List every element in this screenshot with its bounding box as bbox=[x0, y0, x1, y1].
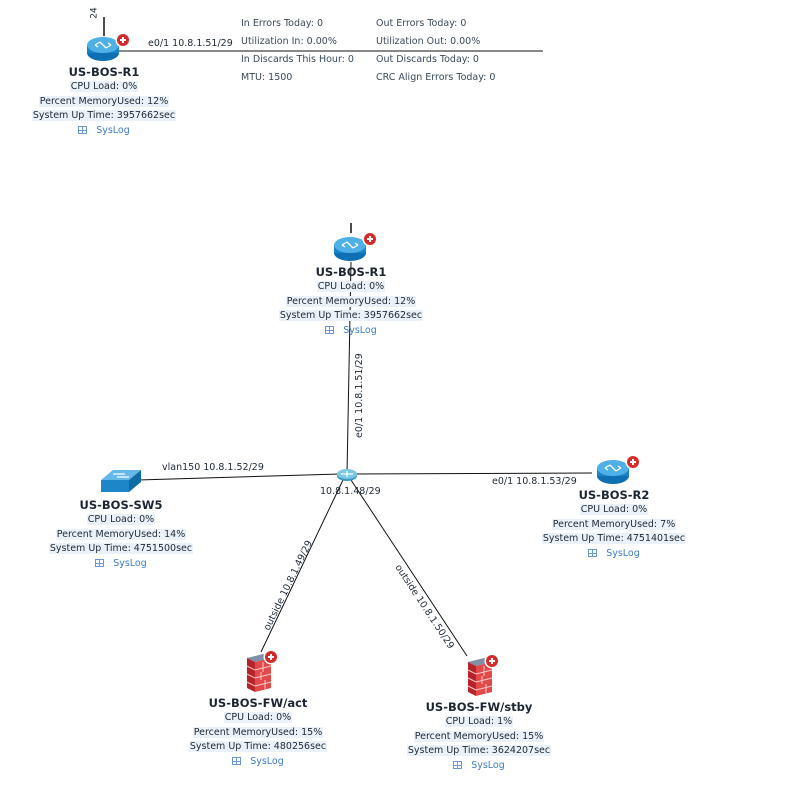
table-icon bbox=[588, 548, 598, 557]
node-uptime: System Up Time: 3957662sec bbox=[31, 110, 177, 121]
node-cpu: CPU Load: 0% bbox=[86, 514, 156, 525]
firewall-icon[interactable] bbox=[464, 655, 498, 698]
link-label-r1: e0/1 10.8.1.51/29 bbox=[354, 353, 365, 438]
node-memory: Percent MemoryUsed: 12% bbox=[38, 95, 170, 107]
node-name: US-BOS-R2 bbox=[578, 488, 650, 502]
utilization-in: Utilization In: 0.00% bbox=[241, 36, 337, 47]
router-icon[interactable] bbox=[333, 233, 376, 263]
utilization-out: Utilization Out: 0.00% bbox=[376, 36, 481, 47]
node-name: US-BOS-FW/stby bbox=[425, 700, 533, 714]
node-us-bos-fw-stby[interactable]: US-BOS-FW/stby CPU Load: 1% Percent Memo… bbox=[379, 655, 579, 773]
top-node-us-bos-r1[interactable]: US-BOS-R1 CPU Load: 0% Percent MemoryUse… bbox=[4, 33, 204, 138]
link-sw5[interactable] bbox=[137, 473, 341, 481]
syslog-link[interactable]: SysLog bbox=[251, 324, 451, 338]
node-name: US-BOS-FW/act bbox=[208, 696, 308, 710]
alert-badge-icon bbox=[486, 655, 498, 667]
syslog-link[interactable]: SysLog bbox=[379, 759, 579, 773]
table-icon bbox=[95, 558, 105, 567]
interface-stats-right: Out Errors Today: 0 Utilization Out: 0.0… bbox=[376, 15, 495, 87]
table-icon bbox=[325, 325, 335, 334]
hub-icon[interactable] bbox=[337, 469, 357, 481]
top-link-label: e0/1 10.8.1.51/29 bbox=[148, 38, 233, 49]
link-label-fw-stby: outside 10.8.1.50/29 bbox=[392, 563, 455, 651]
node-cpu: CPU Load: 0% bbox=[316, 281, 386, 292]
out-discards: Out Discards Today: 0 bbox=[376, 54, 479, 65]
firewall-icon[interactable] bbox=[243, 651, 277, 694]
node-uptime: System Up Time: 480256sec bbox=[188, 741, 328, 752]
alert-badge-icon bbox=[627, 456, 639, 468]
node-us-bos-r1[interactable]: US-BOS-R1 CPU Load: 0% Percent MemoryUse… bbox=[251, 233, 451, 338]
alert-badge-icon bbox=[265, 651, 277, 663]
node-uptime: System Up Time: 4751500sec bbox=[48, 543, 194, 554]
node-uptime: System Up Time: 3624207sec bbox=[406, 745, 552, 756]
router-icon[interactable] bbox=[86, 33, 129, 63]
link-label-fw-act: outside 10.8.1.49/29 bbox=[262, 539, 315, 632]
node-name: US-BOS-R1 bbox=[68, 65, 140, 79]
alert-badge-icon bbox=[364, 233, 376, 245]
top-port-tag: 24 bbox=[89, 7, 100, 19]
switch-icon[interactable] bbox=[99, 466, 143, 496]
table-icon bbox=[232, 756, 242, 765]
router-icon[interactable] bbox=[596, 456, 639, 486]
out-errors: Out Errors Today: 0 bbox=[376, 18, 467, 29]
node-us-bos-sw5[interactable]: US-BOS-SW5 CPU Load: 0% Percent MemoryUs… bbox=[21, 466, 221, 571]
node-uptime: System Up Time: 4751401sec bbox=[541, 533, 687, 544]
node-cpu: CPU Load: 0% bbox=[579, 504, 649, 515]
table-icon bbox=[78, 125, 88, 134]
node-memory: Percent MemoryUsed: 14% bbox=[55, 528, 187, 540]
in-errors: In Errors Today: 0 bbox=[241, 18, 324, 29]
mtu: MTU: 1500 bbox=[241, 72, 293, 83]
node-us-bos-r2[interactable]: US-BOS-R2 CPU Load: 0% Percent MemoryUse… bbox=[514, 456, 714, 561]
node-us-bos-fw-act[interactable]: US-BOS-FW/act CPU Load: 0% Percent Memor… bbox=[158, 651, 358, 769]
link-fw-stby[interactable] bbox=[350, 479, 468, 657]
node-name: US-BOS-R1 bbox=[315, 265, 387, 279]
node-uptime: System Up Time: 3957662sec bbox=[278, 310, 424, 321]
node-memory: Percent MemoryUsed: 15% bbox=[413, 730, 545, 742]
crc-align-errors: CRC Align Errors Today: 0 bbox=[376, 72, 496, 83]
node-cpu: CPU Load: 0% bbox=[223, 712, 293, 723]
interface-stats-left: In Errors Today: 0 Utilization In: 0.00%… bbox=[241, 15, 354, 87]
link-r2[interactable] bbox=[354, 472, 593, 475]
node-cpu: CPU Load: 1% bbox=[444, 716, 514, 727]
node-memory: Percent MemoryUsed: 15% bbox=[192, 726, 324, 738]
link-label-sw5: vlan150 10.8.1.52/29 bbox=[162, 462, 264, 473]
table-icon bbox=[453, 760, 463, 769]
link-label-r2: e0/1 10.8.1.53/29 bbox=[492, 476, 577, 487]
syslog-link[interactable]: SysLog bbox=[4, 124, 204, 138]
node-name: US-BOS-SW5 bbox=[79, 498, 163, 512]
node-memory: Percent MemoryUsed: 7% bbox=[551, 518, 677, 530]
link-fw-act[interactable] bbox=[260, 479, 344, 653]
alert-badge-icon bbox=[117, 34, 129, 46]
hub-label: 10.8.1.48/29 bbox=[320, 486, 381, 497]
syslog-link[interactable]: SysLog bbox=[514, 547, 714, 561]
in-discards: In Discards This Hour: 0 bbox=[241, 54, 354, 65]
syslog-link[interactable]: SysLog bbox=[21, 557, 221, 571]
node-memory: Percent MemoryUsed: 12% bbox=[285, 295, 417, 307]
syslog-link[interactable]: SysLog bbox=[158, 755, 358, 769]
node-cpu: CPU Load: 0% bbox=[69, 81, 139, 92]
